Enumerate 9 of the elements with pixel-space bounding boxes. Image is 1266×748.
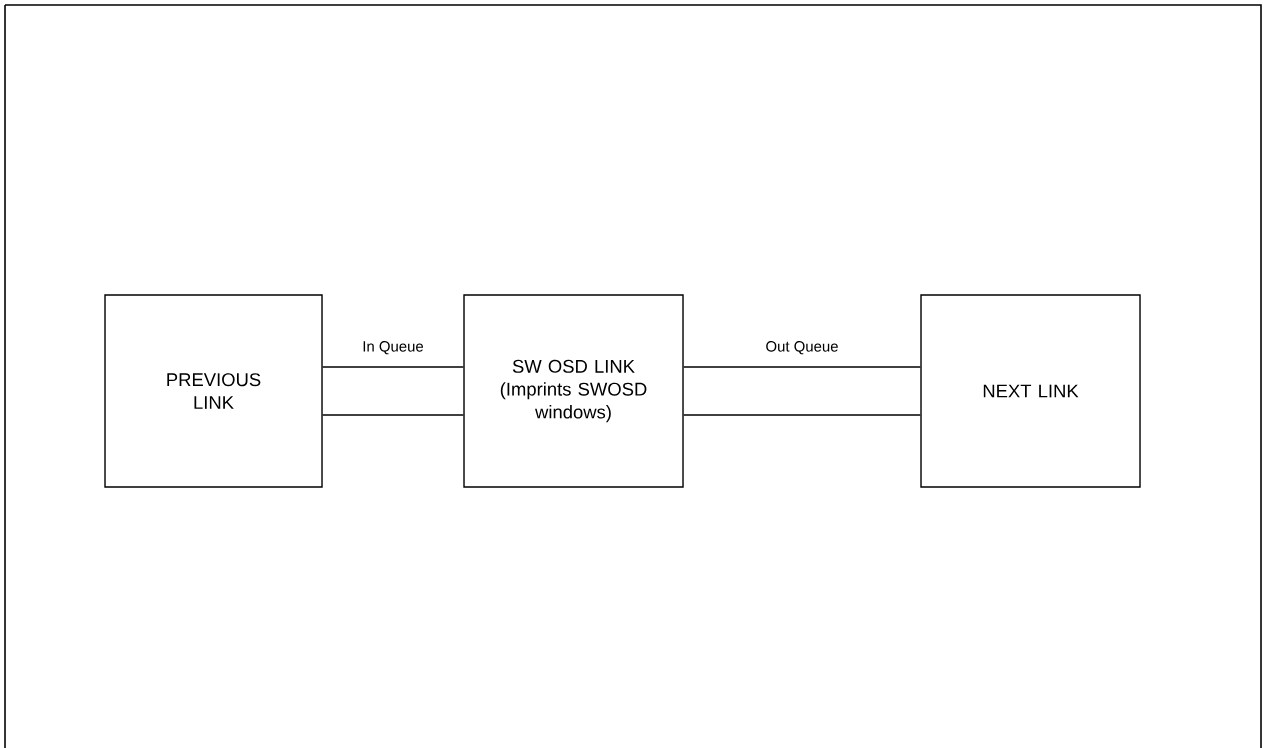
link-box: NEXT LINK	[920, 294, 1141, 488]
edge-label: Out Queue	[763, 339, 841, 357]
link-box: PREVIOUS LINK	[104, 294, 323, 488]
queue-line	[322, 366, 464, 368]
queue-line	[322, 414, 464, 416]
edge-label: In Queue	[360, 339, 426, 357]
link-box: SW OSD LINK (Imprints SWOSD windows)	[463, 294, 684, 488]
queue-line	[683, 414, 921, 416]
queue-line	[683, 366, 921, 368]
